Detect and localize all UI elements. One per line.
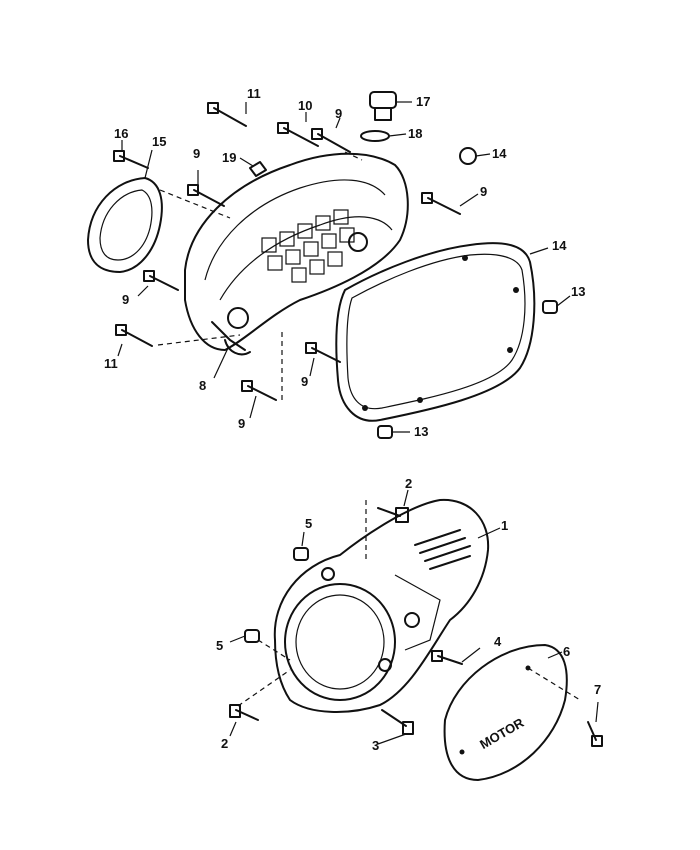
callout-numbers: 11 10 9 17 16 15 9 19 18 14 9 14 13 9 11… (104, 86, 601, 753)
cover-badge: MOTOR (477, 715, 527, 752)
crankcase-cover-body (184, 152, 409, 356)
dowel-pin (542, 300, 558, 314)
cover-ribs (261, 209, 355, 283)
callout-7: 7 (594, 682, 601, 697)
callout-13: 13 (571, 284, 585, 299)
callout-8: 8 (199, 378, 206, 393)
leader-lines-upper (117, 101, 571, 433)
side-cover: MOTOR (443, 644, 568, 781)
callout-3: 3 (372, 738, 379, 753)
callout-14: 14 (492, 146, 507, 161)
callout-1: 1 (501, 518, 508, 533)
leader-lines-lower (229, 489, 599, 745)
callout-9: 9 (193, 146, 200, 161)
crankcase-cover-upper-assembly (87, 91, 571, 439)
callout-18: 18 (408, 126, 422, 141)
bolts-upper (113, 102, 461, 401)
callout-4: 4 (494, 634, 502, 649)
callout-9: 9 (238, 416, 245, 431)
dowel-pin (377, 425, 393, 439)
gasket (335, 242, 536, 422)
callout-9: 9 (301, 374, 308, 389)
bolts-lower (229, 507, 603, 747)
callout-19: 19 (222, 150, 236, 165)
callout-2: 2 (221, 736, 228, 751)
callout-16: 16 (114, 126, 128, 141)
callout-9: 9 (480, 184, 487, 199)
plug (459, 147, 477, 165)
callout-2: 2 (405, 476, 412, 491)
callout-13: 13 (414, 424, 428, 439)
callout-11: 11 (247, 86, 261, 101)
callout-11: 11 (104, 356, 118, 371)
callout-10: 10 (298, 98, 312, 113)
callout-9: 9 (335, 106, 342, 121)
callout-5: 5 (305, 516, 312, 531)
clutch-cover (273, 498, 490, 713)
filler-cap (369, 91, 397, 121)
callout-9: 9 (122, 292, 129, 307)
callout-6: 6 (563, 644, 570, 659)
callout-14: 14 (552, 238, 567, 253)
o-ring (360, 130, 390, 142)
callout-17: 17 (416, 94, 430, 109)
clutch-cover-lower-assembly: MOTOR (229, 489, 603, 781)
inspection-cover (87, 177, 163, 273)
callout-15: 15 (152, 134, 166, 149)
clip (249, 161, 267, 177)
callout-5: 5 (216, 638, 223, 653)
